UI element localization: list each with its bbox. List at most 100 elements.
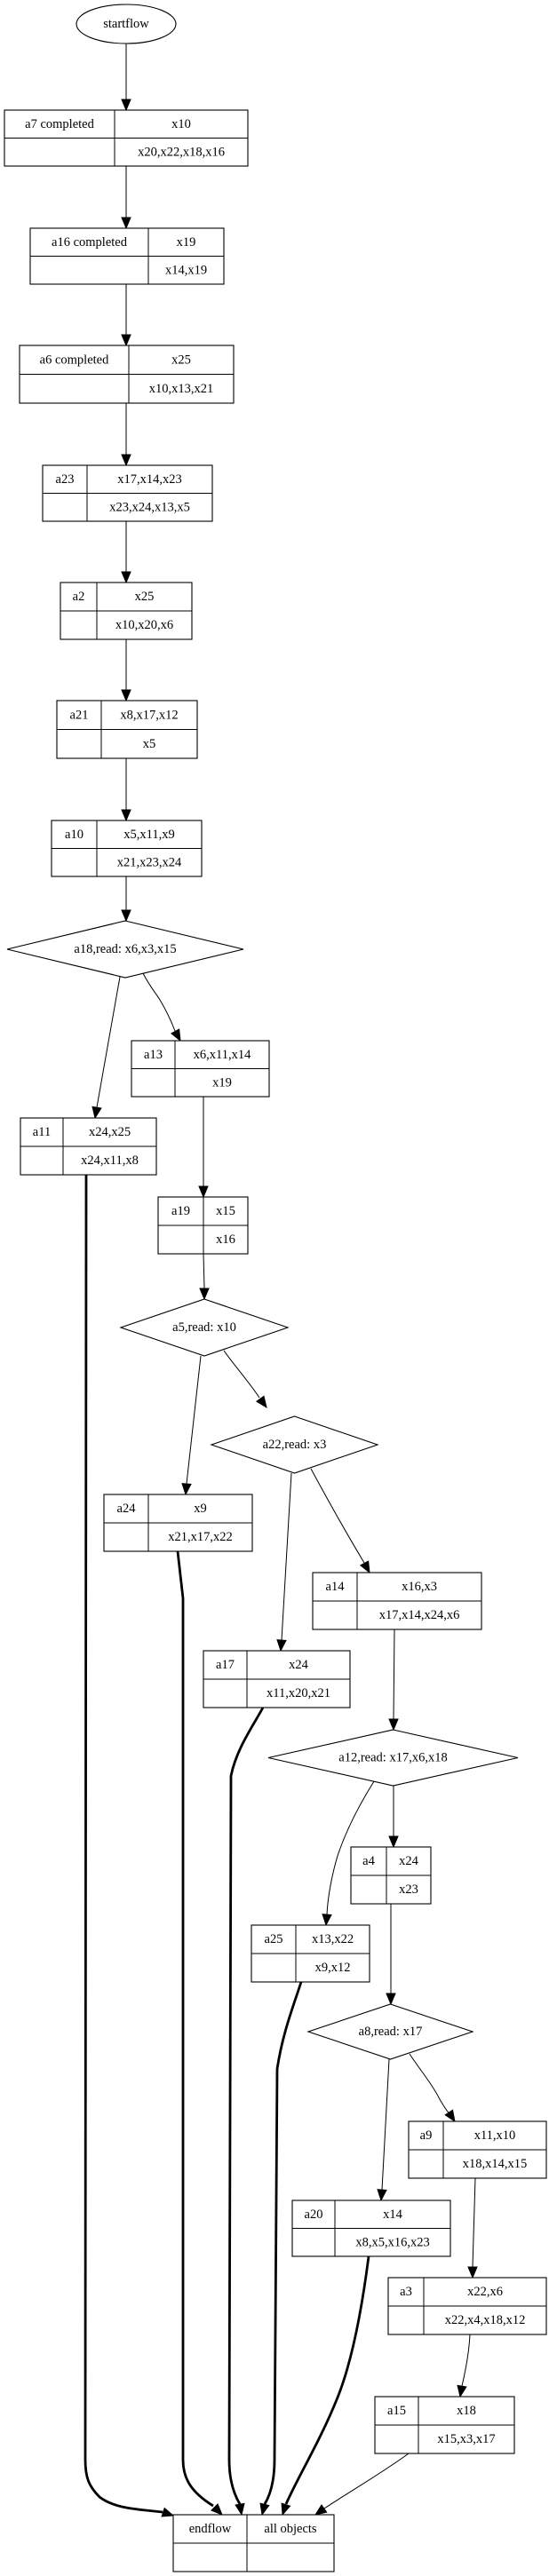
- arrowhead-icon: [388, 1835, 399, 1849]
- edge-line: [263, 1981, 303, 2505]
- edge-a18-to-a13: [142, 972, 181, 1042]
- arrowhead-icon: [211, 2503, 223, 2516]
- node-label: a14: [326, 1580, 346, 1594]
- edge-line: [472, 2177, 476, 2268]
- edge-line: [223, 1350, 260, 1399]
- arrowhead-icon: [161, 2507, 175, 2517]
- node-writes: x10: [171, 117, 191, 131]
- edge-line: [227, 1707, 265, 2505]
- node-reads: x23: [399, 1882, 418, 1897]
- arrowhead-icon: [386, 1993, 396, 2006]
- edge-line: [326, 1780, 375, 1915]
- node-label: a2: [73, 590, 85, 604]
- node-reads: x10,x20,x6: [115, 618, 173, 632]
- edge-a25-to-endflow: [259, 1981, 303, 2517]
- arrowhead-icon: [199, 1288, 210, 1301]
- edge-a10-to-a18: [121, 876, 131, 923]
- node-writes: x18: [457, 2404, 476, 2418]
- arrowhead-icon: [121, 909, 131, 923]
- arrowhead-icon: [121, 454, 131, 467]
- edge-a22-to-a14: [310, 1468, 370, 1574]
- arrowhead-icon: [322, 1914, 332, 1927]
- arrowhead-icon: [92, 1106, 102, 1120]
- edge-a21-to-a10: [121, 758, 131, 822]
- node-writes: x13,x22: [312, 1932, 354, 1946]
- node-reads: x10,x13,x21: [149, 382, 214, 396]
- arrowhead-icon: [359, 1560, 370, 1574]
- decision-label: a8,read: x17: [359, 2025, 423, 2039]
- decision-label: a5,read: x10: [172, 1320, 236, 1335]
- arrowhead-icon: [377, 2189, 387, 2202]
- activity-node-a2[interactable]: a2 x25 x10,x20,x6: [60, 582, 193, 640]
- edge-a22-to-a17: [276, 1472, 292, 1653]
- edge-line: [323, 2453, 410, 2509]
- edge-a18-to-a11: [92, 976, 121, 1120]
- edge-line: [281, 1472, 292, 1641]
- edge-a9-to-a3: [467, 2177, 478, 2279]
- edge-a12-to-a25: [322, 1780, 375, 1927]
- decision-node-a18[interactable]: a18,read: x6,x3,x15: [6, 920, 244, 979]
- edge-a16-to-a6: [121, 284, 131, 347]
- decision-node-a8[interactable]: a8,read: x17: [306, 2003, 474, 2060]
- edge-a14-to-a12: [388, 1629, 399, 1732]
- edge-line: [186, 1355, 202, 1485]
- decision-node-a22[interactable]: a22,read: x3: [210, 1415, 379, 1474]
- node-writes: x24: [289, 1658, 309, 1672]
- arrowhead-icon: [121, 689, 131, 702]
- node-writes: x11,x10: [474, 2128, 516, 2143]
- start-node[interactable]: startflow: [76, 4, 177, 44]
- node-writes: all objects: [264, 2522, 317, 2536]
- node-reads: x21,x17,x22: [168, 1530, 233, 1544]
- edge-a17-to-endflow: [227, 1707, 265, 2517]
- node-writes: x25: [171, 353, 191, 367]
- edge-a5-to-a22: [223, 1350, 267, 1409]
- edge-startflow-to-a7: [121, 44, 131, 112]
- node-writes: x16,x3: [402, 1580, 437, 1594]
- edge-a8-to-a9: [409, 2053, 456, 2123]
- edge-line: [203, 1253, 205, 1289]
- node-writes: x25: [135, 590, 155, 604]
- edge-a8-to-a20: [377, 2058, 390, 2202]
- node-label: a4: [362, 1854, 375, 1868]
- decision-node-a12[interactable]: a12,read: x17,x6,x18: [267, 1729, 519, 1787]
- node-reads: x16: [216, 1233, 235, 1247]
- edge-a3-to-a15: [457, 2334, 471, 2398]
- edge-a7-to-a16: [121, 166, 131, 230]
- edge-a13-to-a19: [198, 1097, 209, 1199]
- node-writes: x6,x11,x14: [194, 1048, 251, 1062]
- node-writes: x9: [194, 1502, 207, 1516]
- decision-node-a5[interactable]: a5,read: x10: [119, 1298, 290, 1357]
- arrowhead-icon: [121, 99, 131, 112]
- edge-a19-to-a5: [199, 1253, 210, 1301]
- edge-a24-to-endflow: [176, 1550, 223, 2516]
- node-writes: x24: [399, 1854, 419, 1868]
- start-node-shape: [76, 4, 177, 44]
- node-reads: x22,x4,x18,x12: [445, 2313, 526, 2327]
- edge-line: [381, 2058, 390, 2191]
- activity-node-a4[interactable]: a4 x24 x23: [350, 1846, 432, 1905]
- arrowhead-icon: [457, 2384, 467, 2398]
- edge-a20-to-endflow: [281, 2255, 370, 2517]
- decision-diamond: [267, 1729, 519, 1787]
- arrowhead-icon: [467, 2266, 478, 2279]
- arrowhead-icon: [276, 1639, 287, 1653]
